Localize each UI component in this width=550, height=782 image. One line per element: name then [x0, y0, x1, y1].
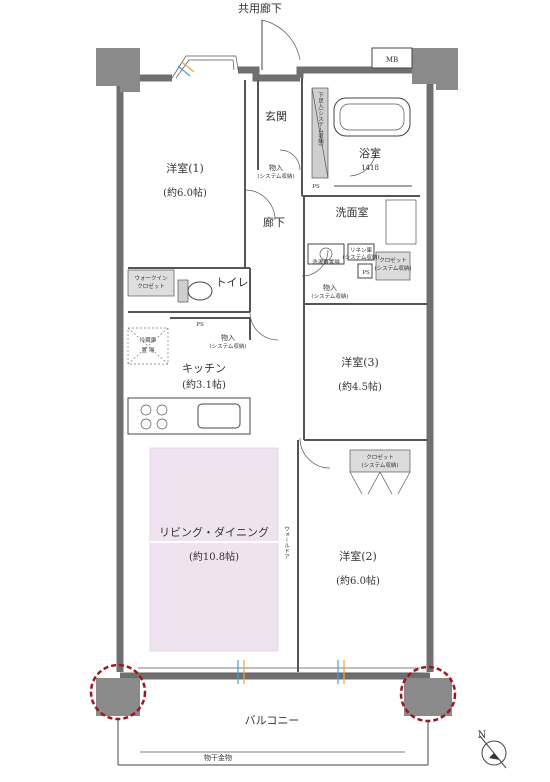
washer-space-label: 洗濯機置場: [312, 258, 340, 266]
storage-washroom-sub-label: (システム収納): [311, 292, 348, 300]
western-room-2-label: 洋室(2): [339, 549, 377, 563]
linen-closet-label: リネン庫: [350, 246, 373, 254]
western-room-1-label: 洋室(1): [166, 161, 204, 175]
fridge-space-label: 冷蔵庫: [140, 336, 157, 344]
kitchen-label: キッチン: [182, 362, 226, 375]
western-room-3-label: 洋室(3): [341, 355, 379, 369]
shoe-storage: [311, 87, 329, 179]
outer-walls: [116, 66, 434, 680]
mb-label: MB: [386, 56, 398, 64]
bathroom-label: 浴室: [359, 146, 381, 160]
walk-in-closet-box: [127, 269, 175, 297]
columns: [96, 48, 458, 716]
storage-washroom-label: 物入: [323, 283, 337, 292]
entrance-label: 玄関: [265, 109, 287, 123]
washroom-fixtures: [307, 199, 417, 281]
text-labels: 共用廊下 MB 玄関 下足入(システム収納) 浴室 1418 物入 (システム収…: [134, 1, 486, 762]
storage-kitchen-label: 物入: [221, 333, 235, 342]
bathtub: [333, 97, 412, 187]
door-swings: [244, 149, 377, 469]
walk-in-closet-label-2: クロゼット: [137, 282, 165, 290]
wall-door-label: ウォールドア: [283, 526, 290, 560]
linen-closet-sub-label: (システム収納): [342, 253, 379, 261]
storage-kitchen-sub-label: (システム収納): [209, 342, 246, 350]
balcony-windows: [138, 660, 420, 684]
toilet-fixture: [177, 279, 213, 303]
western-room-1-size-label: (約6.0帖): [163, 186, 207, 199]
western-room-3-size-label: (約4.5帖): [338, 380, 382, 393]
toilet-label: トイレ: [216, 276, 249, 289]
ps-washroom-label: PS: [362, 270, 370, 276]
storage-entrance-sub-label: (システム収納): [257, 172, 294, 180]
fridge-space-box: [127, 327, 169, 365]
column-marker-left: [89, 663, 147, 721]
closet-room2-box: [349, 449, 411, 495]
fridge-space-label-2: 置 場: [142, 346, 155, 354]
drying-hardware-label: 物干金物: [204, 753, 232, 762]
balcony-label: バルコニー: [245, 714, 300, 727]
kitchen-size-label: (約3.1帖): [182, 378, 226, 391]
hallway-label: 廊下: [263, 215, 285, 229]
balcony-railing: [117, 720, 429, 766]
kitchen-counter: [127, 397, 251, 435]
living-dining-size-label: (約10.8帖): [189, 550, 239, 563]
bath-size-label: 1418: [361, 164, 379, 172]
compass: [479, 735, 507, 769]
western-room-2-size-label: (約6.0帖): [336, 574, 380, 587]
washroom-label: 洗面室: [336, 205, 369, 219]
window-top-left: [171, 55, 239, 79]
ps-toilet-label: PS: [196, 322, 204, 328]
storage-entrance-label: 物入: [269, 163, 283, 172]
closet-room2-label: クロゼット: [366, 453, 394, 461]
ps-entrance-label: PS: [312, 184, 320, 190]
front-door: [261, 19, 301, 70]
walk-in-closet-label: ウォークイン: [134, 274, 168, 282]
mb-box: [371, 47, 413, 69]
living-highlight: [149, 447, 279, 652]
living-dining-label: リビング・ダイニング: [159, 525, 269, 539]
closet-room2-sub-label: (システム収納): [361, 461, 398, 469]
closet-washroom-label: クロゼット: [379, 256, 407, 264]
interior-walls: [128, 78, 428, 672]
closet-washroom-sub-label: (システム収納): [374, 264, 411, 272]
north-label: N: [478, 730, 487, 741]
corridor-label: 共用廊下: [238, 1, 282, 15]
shoe-storage-label: 下足入(システム収納): [317, 92, 324, 146]
